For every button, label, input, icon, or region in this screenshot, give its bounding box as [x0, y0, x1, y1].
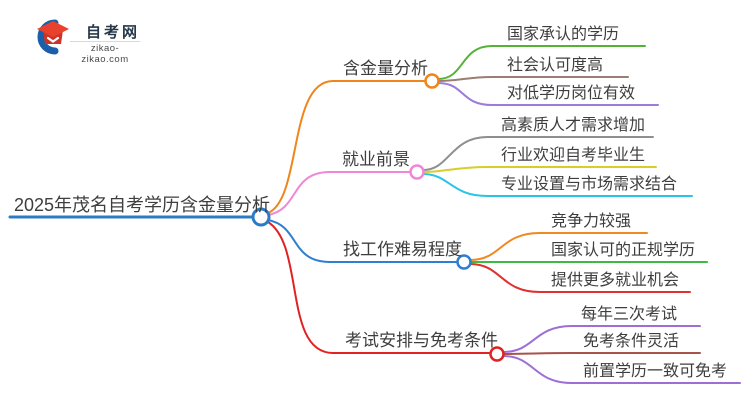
logo-cap-top: [37, 21, 69, 37]
branch4-connector-line: [267, 221, 490, 354]
logo-domain-text: zikao-zikao.com: [81, 43, 129, 65]
branch3-child3-label[interactable]: 提供更多就业机会: [551, 272, 680, 289]
site-logo: 自考网 zikao-zikao.com: [26, 12, 156, 65]
branch3-child3-line: [469, 263, 691, 293]
branch2-connector-line: [267, 171, 410, 216]
branch4-child3-label[interactable]: 前置学历一致可免考: [583, 363, 728, 380]
branch1-child1-label[interactable]: 国家承认的学历: [507, 26, 620, 43]
root-topic-label[interactable]: 2025年茂名自考学历含金量分析: [14, 195, 271, 215]
branch3-child2-label[interactable]: 国家认可的正规学历: [551, 242, 696, 259]
branch3-node-circle[interactable]: [456, 254, 472, 270]
branch2-label[interactable]: 就业前景: [342, 150, 410, 169]
branch2-node-circle[interactable]: [409, 164, 425, 180]
branch4-child1-line: [502, 325, 701, 353]
branch4-label[interactable]: 考试安排与免考条件: [345, 331, 498, 350]
branch4-child2-line: [502, 352, 701, 355]
branch1-child2-label[interactable]: 社会认可度高: [507, 57, 604, 74]
branch3-connector-line: [267, 219, 457, 263]
graduation-cap-logo-icon: [37, 19, 69, 55]
branch2-child1-line: [422, 136, 654, 171]
branch2-child3-line: [422, 173, 693, 197]
branch2-child2-label[interactable]: 行业欢迎自考毕业生: [501, 147, 646, 164]
branch1-child2-line: [437, 76, 629, 82]
branch2-child1-label[interactable]: 高素质人才需求增加: [501, 117, 646, 134]
branch1-child3-line: [437, 82, 659, 106]
branch2-child3-label[interactable]: 专业设置与市场需求结合: [501, 176, 678, 193]
branch1-child3-label[interactable]: 对低学历岗位有效: [507, 85, 636, 102]
root-node-circle[interactable]: [251, 207, 271, 227]
branch1-child1-line: [437, 45, 646, 80]
branch1-label[interactable]: 含金量分析: [343, 59, 428, 78]
branch3-child1-label[interactable]: 竞争力较强: [551, 213, 632, 230]
branch1-connector-line: [267, 80, 425, 214]
logo-divider: [70, 41, 140, 42]
branch1-node-circle[interactable]: [424, 73, 440, 89]
logo-site-name: 自考网: [85, 24, 140, 41]
branch4-child3-line: [502, 355, 741, 384]
branch3-label[interactable]: 找工作难易程度: [343, 240, 462, 259]
branch4-child2-label[interactable]: 免考条件灵活: [583, 333, 680, 350]
branch2-child2-line: [422, 166, 657, 173]
branch4-node-circle[interactable]: [489, 346, 505, 362]
branch4-child1-label[interactable]: 每年三次考试: [581, 306, 678, 323]
logo-cap-chevron: [46, 36, 60, 43]
branch3-child1-line: [469, 232, 648, 261]
